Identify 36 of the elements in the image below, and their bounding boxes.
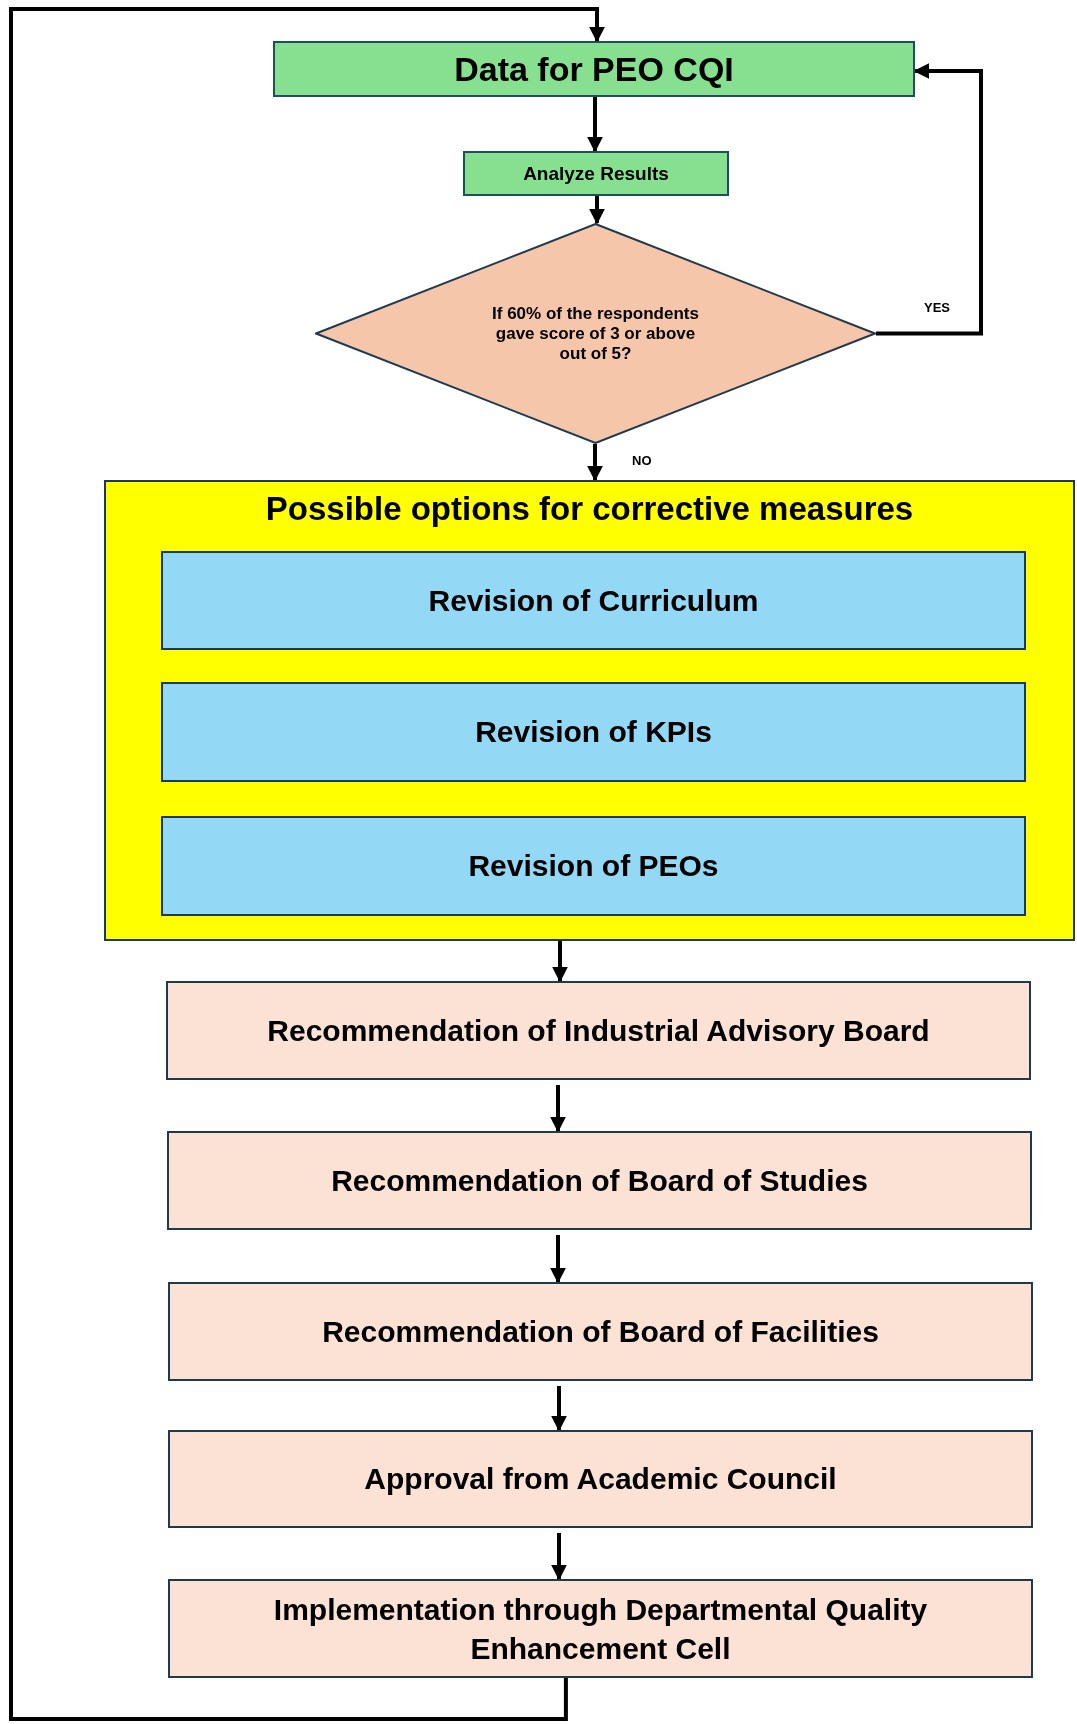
box-text: Revision of KPIs [475, 715, 712, 749]
arrow [876, 63, 983, 336]
arrow [552, 941, 568, 983]
process-box [167, 1131, 1032, 1230]
arrow [589, 196, 605, 225]
box-text: Recommendation of Board of Facilities [322, 1314, 879, 1349]
arrow [550, 1085, 566, 1133]
box-text: Implementation through Departmental Quality Enhancement Cell [272, 1591, 929, 1667]
process-box [273, 41, 915, 97]
process-box [168, 1430, 1033, 1528]
box-text: Approval from Academic Council [364, 1462, 837, 1496]
process-box [168, 1579, 1033, 1678]
process-box [166, 981, 1031, 1080]
box-text: Recommendation of Industrial Advisory Board [267, 1013, 930, 1048]
group-panel [104, 480, 1075, 941]
box-text: Analyze Results [523, 162, 669, 185]
box-text: Data for PEO CQI [454, 49, 734, 89]
process-box [463, 151, 729, 196]
arrow [587, 97, 603, 153]
box-text: If 60% of the respondents gave score of 3 or above out of 5? [491, 303, 700, 364]
arrow [550, 1235, 566, 1284]
panel-heading: Possible options for corrective measures [265, 490, 914, 528]
arrow [551, 1533, 567, 1581]
option-box [161, 551, 1026, 650]
arrow [587, 444, 603, 482]
box-text: Revision of Curriculum [428, 583, 759, 618]
arrow [9, 7, 605, 1721]
box-text: Recommendation of Board of Studies [331, 1163, 868, 1198]
decision-diamond [315, 223, 876, 444]
option-box [161, 682, 1026, 782]
box-text: Revision of PEOs [468, 849, 719, 883]
arrow [551, 1386, 567, 1432]
option-box [161, 816, 1026, 916]
edge-label: NO [630, 453, 654, 468]
edge-label: YES [922, 300, 952, 315]
process-box [168, 1282, 1033, 1381]
